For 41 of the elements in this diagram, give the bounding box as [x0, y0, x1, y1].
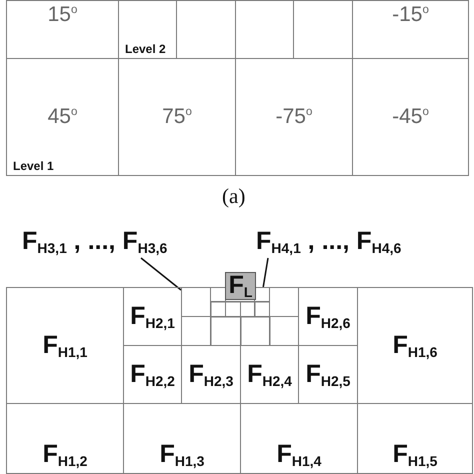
filter-label: F$_{H1,6}$ — [392, 330, 438, 360]
filter-label: F$_{H1,4}$ — [276, 440, 322, 470]
grid-cell — [6, 287, 124, 404]
filter-label: F$_{H2,3}$ — [188, 360, 234, 390]
level-label: Level 1 — [13, 159, 54, 173]
grid-cell — [6, 0, 119, 59]
filter-label: F$_{L}$ — [228, 271, 252, 301]
grid-cell — [298, 287, 358, 346]
grid-cell — [357, 403, 473, 474]
empty-grid-cell — [210, 287, 226, 302]
leader-line — [140, 257, 182, 291]
grid-cell — [357, 287, 473, 404]
filter-label: F$_{H2,5}$ — [306, 360, 350, 390]
grid-cell — [352, 0, 469, 59]
angle-label: -75$^{o}$ — [276, 105, 312, 129]
angle-label: Level 2 — [125, 42, 166, 56]
filter-label: F$_{H1,1}$ — [42, 330, 88, 360]
subfigure-caption: (a) — [222, 184, 246, 209]
filter-label: F$_{H3,1}$ , ..., F$_{H3,6}$ — [22, 227, 168, 257]
empty-grid-cell — [269, 287, 299, 317]
filter-label: F$_{H1,3}$ — [160, 440, 204, 470]
angle-label: -15$^{o}$ — [392, 3, 429, 27]
filter-label: F$_{H1,5}$ — [392, 440, 438, 470]
filter-label: F$_{H2,6}$ — [306, 302, 350, 332]
grid-cell — [123, 287, 182, 346]
filter-label: F$_{H2,1}$ — [130, 302, 175, 332]
empty-grid-cell — [225, 301, 241, 317]
grid-cell — [352, 58, 469, 176]
angle-label: 45$^{o}$ — [48, 105, 78, 129]
filter-label: F$_{H2,4}$ — [247, 360, 292, 390]
filter-label: F$_{H2,2}$ — [130, 360, 175, 390]
empty-grid-cell — [181, 287, 211, 317]
grid-cell — [6, 403, 124, 474]
filter-label: F$_{H4,1}$ , ..., F$_{H4,6}$ — [256, 227, 402, 257]
filter-label: F$_{H1,2}$ — [42, 440, 88, 470]
leader-line — [262, 258, 269, 288]
angle-label: -45$^{o}$ — [392, 105, 429, 129]
grid-cell — [6, 58, 119, 176]
angle-label: 75$^{o}$ — [162, 105, 192, 129]
angle-label: 15$^{o}$ — [48, 3, 78, 27]
empty-grid-cell — [254, 287, 270, 302]
